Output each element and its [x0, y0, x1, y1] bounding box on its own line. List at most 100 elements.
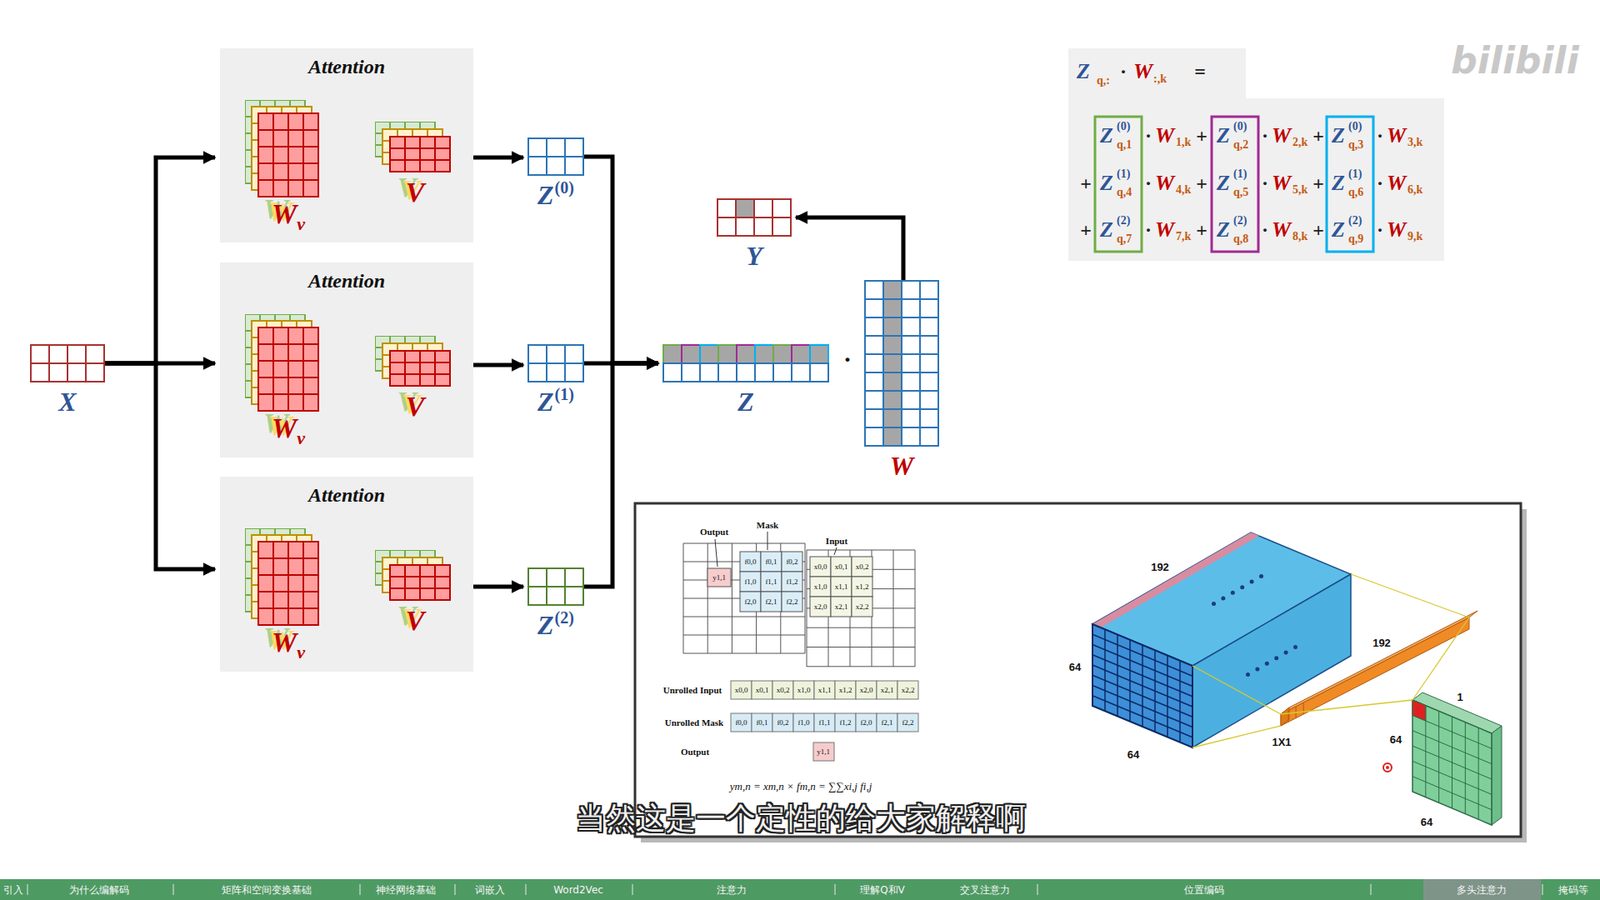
nav-separator [27, 884, 29, 895]
matrix-cell [273, 591, 289, 609]
matrix-grid [863, 279, 940, 448]
matrix-cell [435, 136, 450, 149]
matrix-cell [865, 390, 884, 410]
matrix-cell [420, 148, 435, 160]
cube-grid [1179, 660, 1181, 743]
matrix-cell [865, 335, 884, 355]
attention-block: AttentionWvV [220, 476, 474, 672]
symbol: V [405, 605, 425, 636]
node-label: V [405, 176, 425, 209]
input-cell [851, 596, 873, 617]
output-front [1412, 700, 1492, 825]
projection-line [1412, 617, 1470, 700]
formula-symbol: W [1155, 217, 1175, 243]
table-cell: x2,1 [835, 602, 849, 611]
table-cell: x2,0 [860, 685, 874, 695]
arrow-connector [473, 363, 524, 368]
matrix-cell [865, 372, 884, 391]
matrix-cell [303, 180, 319, 197]
table-cell: f0,1 [755, 718, 768, 727]
input-cell [830, 556, 852, 577]
filter-bar-end [1280, 707, 1290, 726]
matrix-cell [865, 280, 884, 300]
matrix-cell [405, 160, 420, 172]
nav-separator [1370, 884, 1372, 895]
matrix-cell [865, 317, 884, 336]
matrix-cell [390, 160, 405, 172]
matrix-cell [288, 130, 304, 147]
matrix-cell [865, 299, 884, 318]
dimension: 192 [1150, 560, 1170, 574]
formula-symbol: W [1271, 217, 1291, 243]
output-grid [1465, 722, 1466, 815]
table-cell: f1,2 [839, 718, 851, 727]
matrix-cell [288, 377, 304, 395]
matrix-cell [303, 130, 319, 147]
matrix-cell [546, 156, 565, 175]
matrix-cell [901, 409, 920, 428]
input-grid [806, 627, 915, 629]
matrix-cell [528, 568, 547, 587]
matrix-cell [565, 138, 584, 157]
matrix-cell [920, 335, 939, 355]
nav-item: 注意力 [716, 883, 747, 898]
formula-symbol: Z [1100, 123, 1114, 149]
nav-item: 神经网络基础 [375, 883, 436, 898]
operator: · [1120, 60, 1127, 84]
matrix-cell [772, 199, 791, 218]
row-name: Output [680, 746, 710, 757]
matrix-cell [735, 199, 755, 218]
matrix-cell [420, 576, 435, 589]
matrix: Z(1) [528, 345, 584, 382]
formula-symbol: Z [1216, 170, 1230, 196]
node-label: V [405, 605, 425, 637]
matrix-cell [901, 427, 920, 446]
matrix-cell [273, 360, 289, 378]
cursor-dot [1385, 765, 1390, 770]
subtitle: 当然这是一个定性的给大家解释啊 [575, 798, 1026, 840]
ellipsis-dot [1265, 661, 1270, 666]
part-name: Mask [756, 520, 779, 530]
matrix-cell [273, 146, 289, 164]
matrix-cell [258, 541, 274, 559]
matrix-cell [67, 345, 86, 364]
operator: = [1194, 60, 1206, 84]
matrix-cell [390, 350, 405, 363]
formula-symbol: W [1386, 123, 1406, 149]
mask-cell [740, 591, 761, 612]
matrix-cell [901, 354, 920, 373]
matrix-cell [258, 608, 274, 625]
ellipsis-dot [1245, 672, 1250, 677]
input-grid [806, 665, 915, 667]
output-grid [1412, 776, 1492, 810]
matrix-cell [435, 374, 450, 386]
matrix-cell [288, 146, 304, 164]
formula-symbol: Z [1100, 170, 1114, 196]
symbol: Z [737, 386, 755, 417]
filter-bar-seg [1303, 702, 1305, 715]
output-side [1491, 725, 1502, 825]
matrix-cell [258, 327, 274, 345]
matrix-cell [288, 608, 304, 625]
matrix-cell [405, 148, 420, 160]
node-label: Y [745, 240, 763, 272]
nav-separator [525, 884, 527, 895]
input-cell [810, 576, 831, 597]
matrix-cell [258, 180, 274, 197]
matrix-cell [273, 113, 289, 130]
formula-index: (0) [1348, 120, 1362, 134]
formula-index: (1) [1233, 167, 1247, 181]
matrix-cell [258, 394, 274, 411]
matrix-cell [435, 576, 450, 589]
table-cell: f2,1 [765, 597, 777, 606]
matrix-cell [303, 608, 319, 625]
matrix-cell [883, 409, 902, 428]
nav-item: 词嵌入 [475, 883, 505, 898]
matrix-cell [435, 148, 450, 160]
matrix-cell [565, 345, 584, 364]
matrix-cell [273, 344, 289, 361]
block-heading: Attention [220, 270, 474, 291]
nav-highlight [1423, 879, 1541, 900]
formula-index: 8,k [1292, 230, 1308, 244]
